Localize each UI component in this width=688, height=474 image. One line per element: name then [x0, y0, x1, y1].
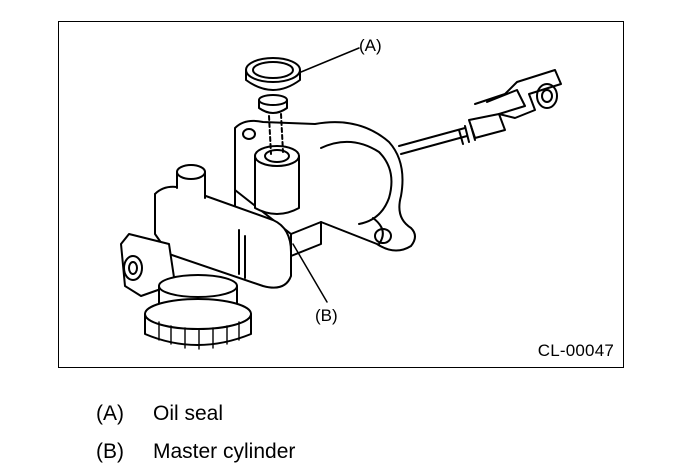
leader-line-b — [292, 243, 328, 303]
master-cylinder-illustration — [120, 47, 562, 350]
legend-text: Oil seal — [153, 402, 224, 425]
diagram-frame: (A) (B) CL-00047 — [58, 21, 624, 368]
push-rod-part — [398, 69, 562, 155]
callout-a-label: (A) — [359, 36, 382, 55]
oil-seal-part — [245, 57, 301, 114]
legend-key: (B) — [96, 440, 124, 463]
legend-key: (A) — [96, 402, 124, 425]
legend-item: (A) Oil seal — [96, 395, 295, 433]
leader-line-a — [300, 47, 360, 73]
legend-text: Master cylinder — [153, 440, 296, 463]
legend: (A) Oil seal (B) Master cylinder — [96, 395, 295, 471]
master-cylinder-body — [120, 113, 416, 350]
callout-b-label: (B) — [315, 306, 338, 325]
figure-code: CL-00047 — [537, 341, 614, 360]
legend-item: (B) Master cylinder — [96, 433, 295, 471]
